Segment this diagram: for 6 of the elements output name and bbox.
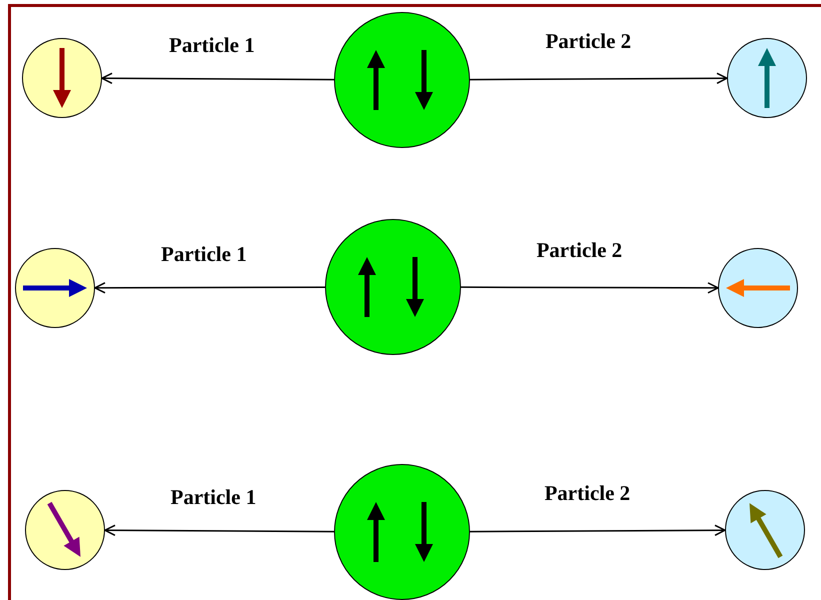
arrow — [101, 72, 334, 84]
arrow — [461, 282, 719, 294]
arrow — [470, 72, 728, 84]
arrow — [470, 524, 726, 536]
arrow — [94, 282, 325, 294]
arrow — [104, 524, 334, 536]
